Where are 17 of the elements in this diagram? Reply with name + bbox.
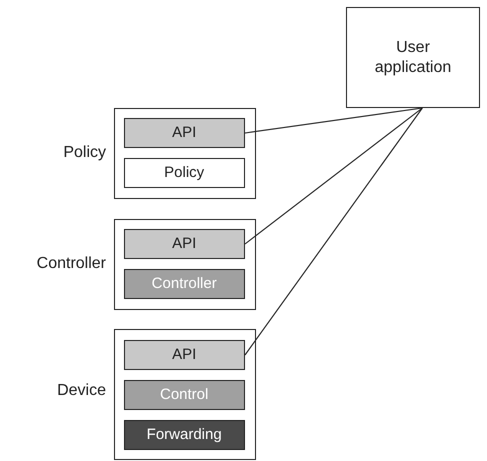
layer-label: Controller [36, 254, 106, 272]
layer-box [114, 219, 256, 310]
layer-block: Forwarding [124, 420, 245, 450]
layer-block: API [124, 228, 245, 259]
application-box: User application [346, 7, 480, 108]
layer-box [114, 108, 256, 199]
connector-line [244, 108, 423, 244]
layer-block: Policy [124, 158, 245, 188]
layer-block: Controller [124, 268, 245, 299]
layer-label: Policy [63, 144, 106, 162]
layer-block: API [124, 340, 245, 370]
layer-box [114, 329, 256, 460]
layer-block: Control [124, 380, 245, 410]
connector-line [244, 107, 422, 134]
layer-block: API [124, 118, 245, 148]
layer-label: Device [57, 382, 106, 400]
connector-line [244, 108, 423, 356]
